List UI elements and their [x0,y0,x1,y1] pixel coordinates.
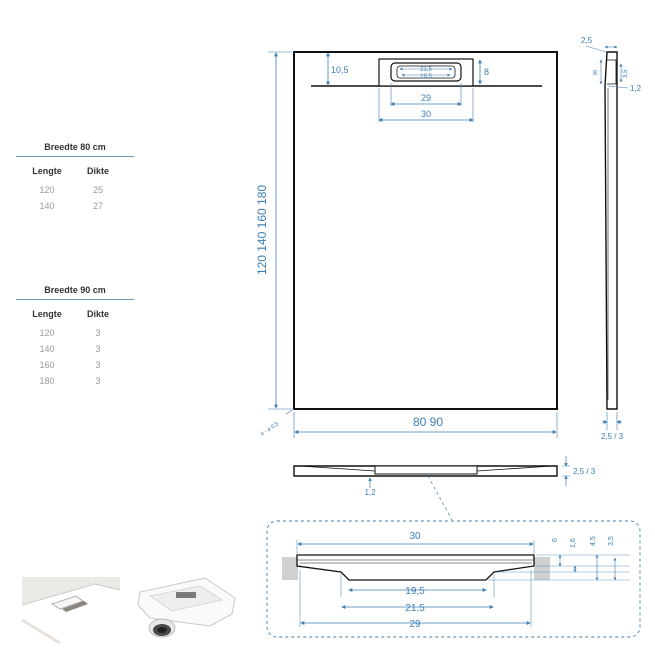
detail-v-dim: 3,5 [608,536,615,546]
side-lip-label: 1,2 [630,84,642,93]
detail-profile [296,554,535,581]
side-height-b-label: 3,5 [623,69,629,78]
drain-depth-label: 10,5 [331,65,349,75]
side-thickness-label: 2,5 / 3 [601,432,624,441]
front-thickness-label: 2,5 / 3 [573,467,596,476]
column-header: Lengte [32,309,62,319]
table-cell: 120 [39,328,55,338]
side-top-label: 2,5 [581,36,593,45]
product-photo-drain [137,577,236,638]
table-cell: 160 [39,360,55,370]
front-lip-label: 1,2 [364,488,376,497]
grate-inner-label: 21,5 [420,67,432,73]
table-cell: 27 [92,201,103,211]
table-header: Lengte Dikte [16,309,134,319]
table-row: 120 3 [16,325,134,341]
table-breedte-90: Breedte 90 cm Lengte Dikte 120 3 140 3 1… [16,285,134,389]
table-header: Lengte Dikte [16,166,134,176]
table-row: 140 27 [16,198,134,214]
table-row: 120 25 [16,182,134,198]
table-row: 180 3 [16,373,134,389]
table-title: Breedte 90 cm [16,285,134,300]
table-cell: 3 [95,376,101,386]
table-breedte-80: Breedte 80 cm Lengte Dikte 120 25 140 27 [16,142,134,214]
table-cell: 3 [95,344,101,354]
grate-width-label: 29 [421,93,431,103]
shower-tray-outline [293,51,558,410]
table-row: 160 3 [16,357,134,373]
table-cell: 180 [39,376,55,386]
column-header: Dikte [86,309,109,319]
top-view: 21,5 19,5 10,5 8 29 30 120 140 160 180 8… [255,51,558,438]
column-header: Lengte [32,166,62,176]
table-cell: 140 [39,344,55,354]
side-view: 2,5 8 3,5 1,2 2,5 / 3 [581,36,642,441]
detail-v-dim: 6 [552,538,559,542]
detail-w215-label: 21,5 [405,603,425,614]
table-cell: 3 [95,328,101,338]
detail-v-dim: 4,5 [590,536,597,546]
front-view: 2,5 / 3 1,2 [293,456,596,521]
side-profile [604,51,618,410]
table-cell: 120 [39,185,55,195]
table-cell: 140 [39,201,55,211]
detail-w195-label: 19,5 [405,586,425,597]
table-title: Breedte 80 cm [16,142,134,157]
column-header: Dikte [86,166,109,176]
detail-v-dim: 1,6 [570,538,577,548]
product-photo-tray [21,577,121,645]
table-row: 140 3 [16,341,134,357]
corner-note: 4 - ø 0,5 [260,421,280,438]
detail-frame [266,520,641,638]
detail-w29-label: 29 [409,619,421,630]
drain-height-label: 8 [484,67,489,77]
detail-top-width-label: 30 [409,531,421,542]
drain-width-label: 30 [421,109,431,119]
drain-grate-inner [396,65,456,79]
side-height-a-label: 8 [593,70,597,77]
table-cell: 3 [95,360,101,370]
detail-view: 30 19,5 21,5 29 6 1,6 4,5 3,5 [266,520,641,638]
grate-inner2-label: 19,5 [420,74,432,80]
width-label: 80 90 [413,415,443,429]
length-label: 120 140 160 180 [255,185,269,275]
table-cell: 25 [92,185,103,195]
front-drain [374,465,478,475]
